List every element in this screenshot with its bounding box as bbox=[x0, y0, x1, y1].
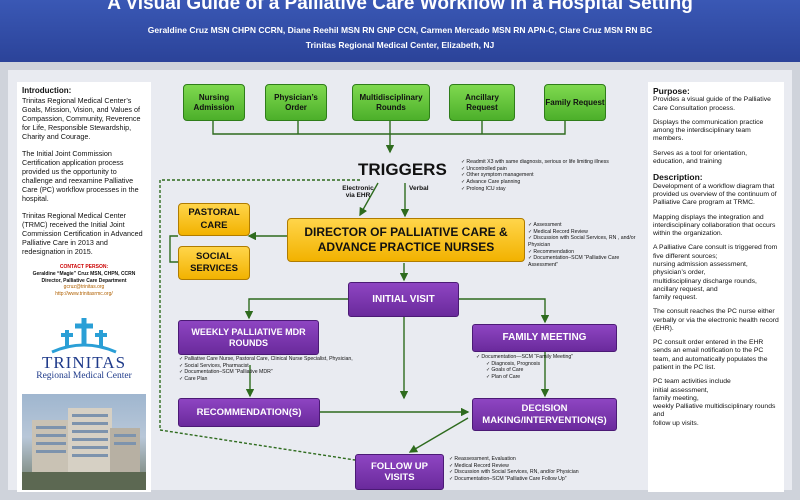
decision-making-box: DECISION MAKING/INTERVENTION(S) bbox=[472, 398, 617, 431]
description-paragraph-6: PC team activities include bbox=[653, 378, 731, 386]
verbal-label: Verbal bbox=[409, 185, 429, 192]
contact-name: Geraldine “Magie” Cruz MSN, CHPN, CCRN bbox=[32, 270, 136, 277]
purpose-heading: Purpose: bbox=[653, 86, 690, 96]
list-item: physician’s order, bbox=[653, 269, 706, 277]
logo-mark-icon bbox=[22, 316, 146, 354]
poster-authors: Geraldine Cruz MSN CHPN CCRN, Diane Reeh… bbox=[147, 25, 653, 35]
contact-label: CONTACT PERSON: bbox=[59, 264, 109, 270]
list-item: Social Services, Pharmacist bbox=[179, 363, 353, 370]
purpose-paragraph-1: Provides a visual guide of the Palliativ… bbox=[653, 96, 771, 112]
triggers-label: TRIGGERS bbox=[358, 160, 447, 179]
description-paragraph-5: PC consult order entered in the EHR send… bbox=[653, 339, 768, 372]
family-meeting-notes: Documentation—SCM “Family Meeting” Diagn… bbox=[476, 354, 573, 381]
list-item: Documentation–SCM “Palliative Care Asses… bbox=[528, 255, 638, 268]
social-services-box: SOCIAL SERVICES bbox=[178, 246, 250, 280]
description-paragraph-1: Development of a workflow diagram that p… bbox=[653, 182, 777, 207]
initial-visit-box: INITIAL VISIT bbox=[348, 282, 459, 317]
via-ehr-label: Electronic via EHR bbox=[342, 185, 374, 200]
list-item: initial assessment, bbox=[653, 386, 709, 394]
poster-institution: Trinitas Regional Medical Center, Elizab… bbox=[305, 40, 495, 50]
weekly-rounds-notes: Palliative Care Nurse, Pastoral Care, Cl… bbox=[179, 356, 353, 383]
list-item: Documentation–SCM “Palliative Care Follo… bbox=[449, 476, 579, 483]
list-item: multidisciplinary discharge rounds, bbox=[653, 277, 757, 285]
source-multidisciplinary-rounds: Multidisciplinary Rounds bbox=[352, 84, 430, 121]
list-item: Assessment bbox=[528, 222, 638, 229]
contact-block: CONTACT PERSON: Geraldine “Magie” Cruz M… bbox=[22, 264, 146, 298]
list-item: Care Plan bbox=[179, 376, 353, 383]
poster-title: A Visual Guide of a Palliative Care Work… bbox=[107, 0, 693, 14]
description-paragraph-4: The consult reaches the PC nurse either … bbox=[653, 308, 779, 332]
director-palliative-care-box: DIRECTOR OF PALLIATIVE CARE & ADVANCE PR… bbox=[287, 218, 525, 262]
list-item: family meeting, bbox=[653, 394, 699, 402]
list-item: Medical Record Review bbox=[528, 229, 638, 236]
intro-paragraph-3: Trinitas Regional Medical Center (TRMC) … bbox=[22, 211, 143, 256]
list-item: Reassessment, Evaluation bbox=[449, 456, 579, 463]
list-item: Documentation–SCM “Palliative MDR” bbox=[179, 369, 353, 376]
purpose-paragraph-2: Displays the communication practice amon… bbox=[653, 118, 764, 143]
follow-up-visits-box: FOLLOW UP VISITS bbox=[355, 454, 444, 490]
list-item: Advance Care planning bbox=[461, 179, 609, 186]
follow-up-notes: Reassessment, Evaluation Medical Record … bbox=[449, 456, 579, 483]
list-item: Documentation—SCM “Family Meeting” bbox=[476, 354, 573, 361]
hospital-building-photo bbox=[22, 394, 146, 490]
list-item: Other symptom management bbox=[461, 172, 609, 179]
list-item: Goals of Care bbox=[476, 367, 573, 374]
list-item: nursing admission assessment, bbox=[653, 260, 748, 268]
source-physician-order: Physician’s Order bbox=[265, 84, 327, 121]
intro-paragraph-1: Trinitas Regional Medical Center’s Goals… bbox=[22, 96, 141, 141]
list-item: Diagnosis, Prognosis bbox=[476, 361, 573, 368]
team-activities-list: initial assessment, family meeting, week… bbox=[653, 387, 779, 428]
logo-subtitle: Regional Medical Center bbox=[36, 371, 132, 381]
trinitas-logo: TRINITAS Regional Medical Center bbox=[22, 316, 146, 390]
list-item: Recommendation bbox=[528, 249, 638, 256]
list-item: Prolong ICU stay bbox=[461, 186, 609, 193]
family-meeting-box: FAMILY MEETING bbox=[472, 324, 617, 352]
list-item: Palliative Care Nurse, Pastoral Care, Cl… bbox=[179, 356, 352, 363]
trigger-criteria-notes: Readmit X3 with same diagnosis, serious … bbox=[461, 159, 609, 193]
source-ancillary-request: Ancillary Request bbox=[449, 84, 515, 121]
consult-sources-list: nursing admission assessment, physician’… bbox=[653, 261, 779, 302]
list-item: Discussion with Social Services, RN , an… bbox=[528, 235, 638, 248]
logo-wordmark: TRINITAS bbox=[41, 353, 127, 372]
description-paragraph-3: A Palliative Care consult is triggered f… bbox=[653, 244, 778, 260]
list-item: family request. bbox=[653, 294, 698, 302]
list-item: Discussion with Social Services, RN, and… bbox=[449, 469, 578, 476]
description-paragraph-2: Mapping displays the integration and int… bbox=[653, 213, 776, 238]
list-item: ancillary request, and bbox=[653, 285, 718, 293]
list-item: Readmit X3 with same diagnosis, serious … bbox=[461, 159, 608, 166]
description-heading: Description: bbox=[653, 172, 703, 183]
right-column: Purpose: Provides a visual guide of the … bbox=[648, 82, 784, 492]
list-item: follow up visits. bbox=[653, 419, 699, 427]
contact-email-link[interactable]: gcruz@trinitas.org bbox=[63, 284, 105, 291]
intro-heading: Introduction: bbox=[22, 86, 72, 95]
contact-website-link[interactable]: http://www.trinitasrmc.org/ bbox=[55, 291, 113, 297]
poster-header: A Visual Guide of a Palliative Care Work… bbox=[0, 0, 800, 62]
source-family-request: Family Request bbox=[544, 84, 606, 121]
contact-title: Director, Palliative Care Department bbox=[41, 277, 127, 284]
director-activity-notes: Assessment Medical Record Review Discuss… bbox=[528, 222, 638, 269]
list-item: Plan of Care bbox=[476, 374, 573, 381]
list-item: Medical Record Review bbox=[449, 463, 579, 470]
source-nursing-admission: Nursing Admission bbox=[183, 84, 245, 121]
weekly-mdr-rounds-box: WEEKLY PALLIATIVE MDR ROUNDS bbox=[178, 320, 319, 355]
list-item: Uncontrolled pain bbox=[461, 166, 609, 173]
purpose-paragraph-3: Serves as a tool for orientation, educat… bbox=[653, 149, 748, 166]
recommendations-box: RECOMMENDATION(S) bbox=[178, 398, 320, 427]
list-item: weekly Palliative multidisciplinary roun… bbox=[653, 403, 776, 419]
intro-paragraph-2: The Initial Joint Commission Certificati… bbox=[22, 149, 139, 203]
pastoral-care-box: PASTORAL CARE bbox=[178, 203, 250, 236]
